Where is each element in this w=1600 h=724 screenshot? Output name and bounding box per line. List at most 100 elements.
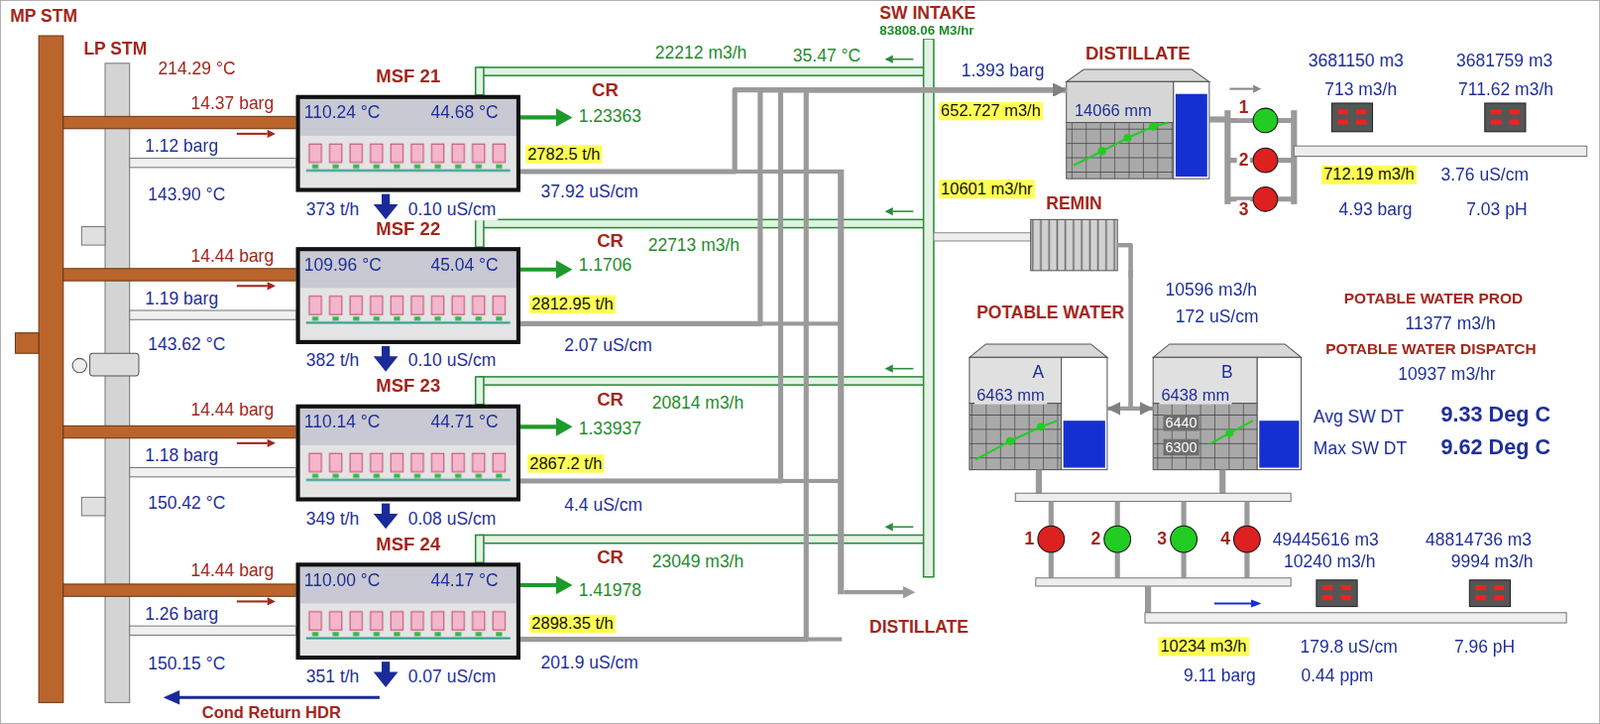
section-title: SW INTAKE	[877, 2, 978, 23]
potable-pumps	[1015, 387, 1567, 623]
msf-unit	[63, 55, 929, 687]
distillate-tank	[1123, 133, 1132, 142]
potable-tank	[975, 420, 1057, 459]
process-value: 2867.2 t/h	[527, 454, 604, 473]
process-value: 382 t/h	[304, 349, 362, 370]
node-value: 44.68 °C	[430, 103, 498, 123]
flow-meter	[1356, 118, 1367, 124]
node-value: 45.04 °C	[430, 254, 498, 275]
mp-steam-header	[38, 35, 64, 702]
msf-unit	[63, 364, 929, 530]
node-heading: DISTILLATE	[1066, 42, 1210, 64]
section-title: 3	[1237, 200, 1252, 221]
section-title: CR	[594, 547, 626, 569]
flow-meter	[1322, 584, 1333, 590]
distillate-pumps	[1253, 147, 1278, 173]
mp-steam-header	[14, 35, 63, 702]
msf-unit-box: MSF 23110.14 °C44.71 °C	[296, 404, 521, 502]
distillate-tank	[1173, 81, 1210, 179]
pipe-connector	[1107, 244, 1132, 409]
process-value: 37.92 uS/cm	[539, 181, 641, 202]
flow-meter	[1322, 594, 1333, 600]
pipe-connector	[520, 90, 1067, 172]
process-value: 10937 m3/hr	[1395, 364, 1497, 385]
flow-meter	[1356, 109, 1367, 115]
potable-tank	[1225, 428, 1234, 437]
process-value: 35.47 °C	[791, 45, 863, 66]
process-value: 150.42 °C	[145, 492, 228, 513]
process-value: 22713 m3/h	[646, 235, 743, 256]
process-value: 11377 m3/h	[1402, 313, 1497, 334]
distillate-pumps	[1290, 110, 1297, 205]
process-value: 214.29 °C	[155, 59, 237, 80]
potable-pumps	[1050, 501, 1248, 578]
node-value: 6300	[1163, 439, 1200, 457]
process-value: 1.393 barg	[959, 61, 1047, 82]
msf-unit	[63, 522, 929, 687]
process-value: 14.37 barg	[188, 94, 276, 115]
distillate-tank	[1175, 94, 1208, 177]
flow-meter	[1338, 118, 1349, 124]
process-value: 0.07 uS/cm	[406, 666, 499, 686]
process-value: 1.19 barg	[142, 288, 221, 309]
section-title: 3	[1154, 528, 1169, 549]
seawater-intake	[923, 38, 934, 577]
process-value: 20814 m3/h	[650, 392, 747, 413]
condensate-return-arrow	[163, 689, 380, 704]
flow-meter	[1490, 109, 1501, 115]
process-value: 713 m3/h	[1322, 79, 1399, 100]
node-heading: REMIN	[1030, 194, 1118, 215]
potable-pumps	[1144, 585, 1151, 615]
pipe-connector	[520, 90, 1067, 325]
process-value: 2782.5 t/h	[525, 144, 602, 164]
msf-unit-box: MSF 21110.24 °C44.68 °C	[296, 95, 521, 193]
process-value: 3.76 uS/cm	[1438, 165, 1531, 186]
flow-meter	[1485, 103, 1526, 132]
process-value: 10234 m3/h	[1157, 636, 1249, 656]
lp-steam-header	[105, 63, 130, 703]
process-value: 349 t/h	[304, 509, 362, 530]
flow-meter	[1331, 103, 1372, 132]
remineralizer	[1030, 219, 1118, 270]
process-value: 712.19 m3/h	[1321, 165, 1417, 185]
potable-pumps	[1214, 601, 1252, 604]
lp-steam-header	[81, 496, 106, 516]
process-value: 1.26 barg	[142, 604, 221, 625]
distillate-tank	[1066, 122, 1174, 180]
section-title: CR	[594, 230, 626, 252]
distillate-pumps	[1224, 110, 1231, 205]
lp-steam-header	[90, 352, 139, 376]
process-value: 4.93 barg	[1337, 200, 1415, 221]
distillate-collector	[837, 169, 844, 594]
remineralizer	[1030, 219, 1118, 270]
distillate-collector	[903, 585, 915, 598]
potable-tank	[969, 403, 1062, 470]
potable-tank	[1152, 343, 1301, 357]
process-value: POTABLE WATER PROD	[1342, 288, 1526, 307]
flow-meter	[1341, 584, 1352, 590]
distillate-pumps	[1253, 108, 1278, 133]
process-value: 351 t/h	[304, 666, 362, 686]
distillate-collector	[933, 232, 1031, 241]
node-heading: MSF 21	[300, 66, 517, 88]
process-value: 711.62 m3/h	[1456, 79, 1556, 100]
process-value: 1.33937	[576, 418, 644, 439]
potable-tank: B6438 mm64406300	[1152, 356, 1301, 469]
process-value: 652.727 m3/h	[938, 102, 1043, 121]
potable-tank	[1258, 420, 1299, 467]
process-value: 2898.35 t/h	[529, 614, 616, 634]
process-value: 2.07 uS/cm	[562, 336, 655, 356]
potable-pumps	[1219, 469, 1226, 496]
section-title: 1	[1237, 98, 1252, 118]
potable-tank	[1006, 437, 1015, 446]
distillate-tank	[1066, 69, 1210, 179]
process-value: 143.62 °C	[145, 335, 228, 355]
msf-unit-box: MSF 24110.00 °C44.17 °C	[296, 562, 521, 660]
process-value: 10601 m3/hr	[938, 179, 1035, 199]
node-value: 110.00 °C	[304, 571, 381, 591]
flow-meter	[1341, 594, 1352, 600]
pipe-connector	[520, 90, 1067, 640]
msf-unit	[63, 55, 929, 221]
potable-tank	[1063, 420, 1106, 467]
potable-tank	[1209, 420, 1254, 445]
